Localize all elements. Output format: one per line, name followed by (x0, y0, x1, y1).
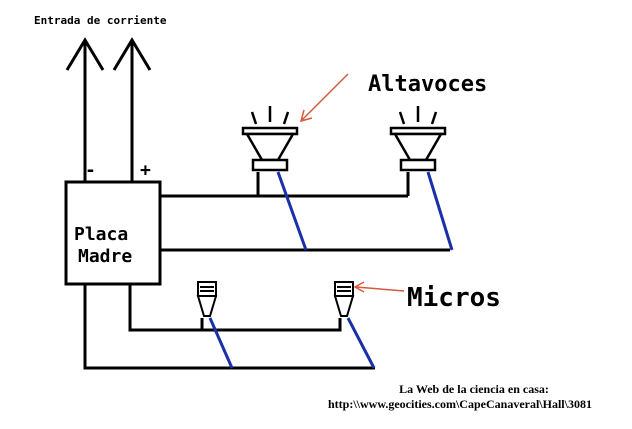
speaker-wires (160, 172, 450, 252)
credit-line-1: La Web de la ciencia en casa: (399, 382, 549, 396)
speaker-2-icon (389, 106, 447, 172)
credit-line-2: http:\\www.geocities.com\CapeCanaveral\H… (328, 397, 592, 411)
power-input-arrows (65, 37, 152, 182)
speaker-blue-wires (276, 171, 454, 251)
speaker-1-icon (241, 106, 299, 172)
minus-label: - (85, 160, 96, 181)
plus-label: + (140, 160, 151, 181)
motherboard-label-line2: Madre (78, 246, 132, 267)
power-input-label: Entrada de corriente (34, 14, 167, 27)
motherboard-label-line1: Placa (74, 224, 128, 245)
mic-wires (83, 284, 375, 370)
mics-label: Micros (407, 283, 501, 313)
mic-blue-wires (208, 317, 376, 369)
speakers-label: Altavoces (368, 72, 487, 97)
mic-2-icon (333, 281, 355, 317)
mic-1-icon (196, 281, 218, 317)
motherboard-box (64, 180, 162, 286)
speakers-pointer-arrow (299, 73, 349, 123)
mics-pointer-arrow (353, 281, 405, 293)
